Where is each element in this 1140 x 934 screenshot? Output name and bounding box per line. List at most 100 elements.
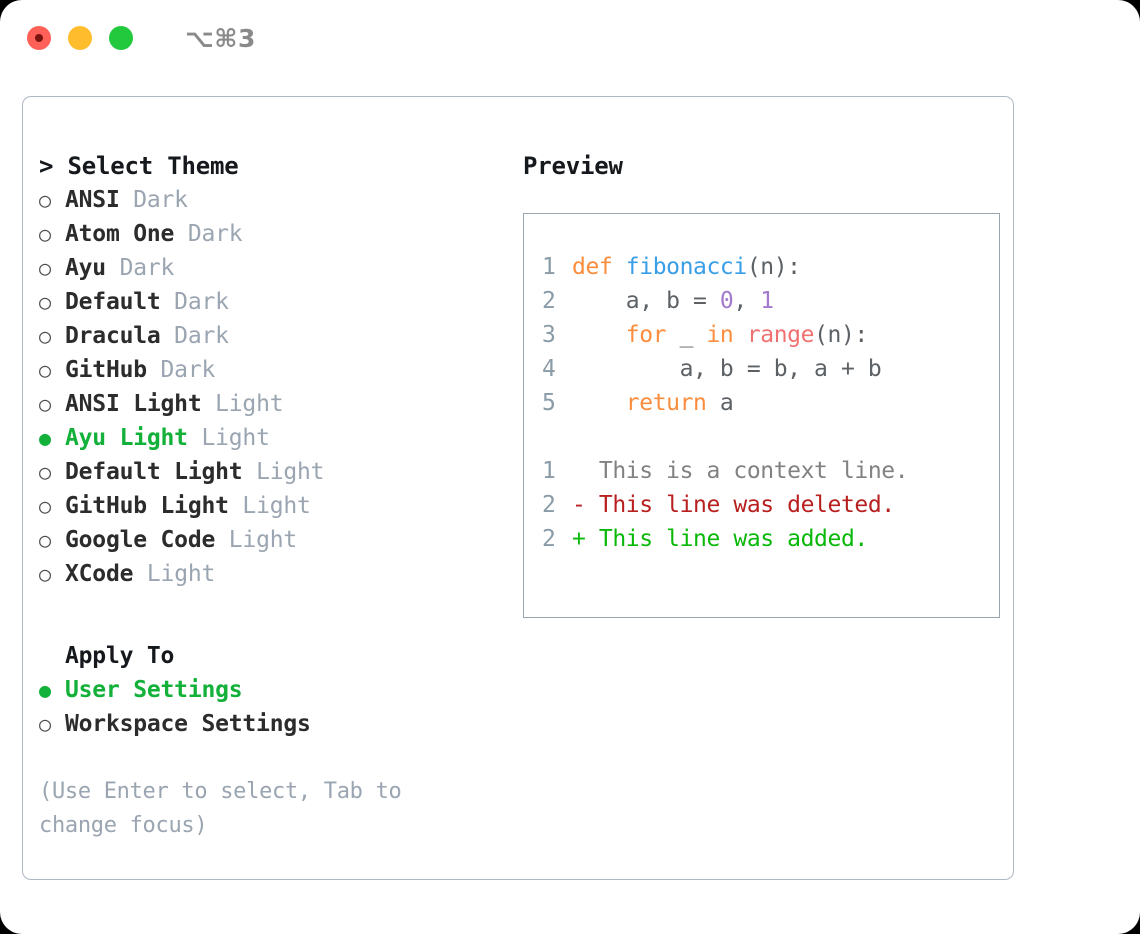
theme-option-label: GitHub Light bbox=[65, 493, 229, 519]
code-token: (n): bbox=[746, 254, 801, 280]
radio-unselected-icon: ○ bbox=[39, 460, 52, 484]
theme-variant-tag: Dark bbox=[146, 357, 216, 383]
code-line: 3 for _ in range(n): bbox=[542, 318, 999, 352]
close-button[interactable] bbox=[27, 26, 51, 50]
line-number: 5 bbox=[542, 390, 556, 416]
theme-option-label: ANSI bbox=[65, 187, 120, 213]
apply-to-option-label: Workspace Settings bbox=[65, 711, 311, 737]
select-theme-heading: > Select Theme bbox=[39, 152, 239, 180]
line-number: 2 bbox=[542, 288, 556, 314]
apply-to-option-workspace-settings[interactable]: ○Workspace Settings bbox=[39, 707, 503, 741]
line-number: 2 bbox=[542, 492, 556, 518]
theme-option-xcode[interactable]: ○XCode Light bbox=[39, 557, 503, 591]
diff-text: + This line was added. bbox=[572, 526, 868, 552]
code-text: for _ in range(n): bbox=[572, 318, 868, 352]
code-text: return a bbox=[572, 386, 734, 420]
theme-option-ayu[interactable]: ○Ayu Dark bbox=[39, 251, 503, 285]
theme-option-ansi[interactable]: ○ANSI Dark bbox=[39, 183, 503, 217]
code-text: a, b = 0, 1 bbox=[572, 284, 774, 318]
code-line: 4 a, b = b, a + b bbox=[542, 352, 999, 386]
theme-option-ayu-light[interactable]: ● Ayu Light Light bbox=[39, 421, 503, 455]
line-number: 4 bbox=[542, 356, 556, 382]
theme-variant-tag: Light bbox=[228, 493, 311, 519]
theme-option-label: Dracula bbox=[65, 323, 161, 349]
theme-variant-tag: Light bbox=[133, 561, 216, 587]
theme-option-dracula[interactable]: ○ Dracula Dark bbox=[39, 319, 503, 353]
theme-option-list[interactable]: ○ANSI Dark○Atom One Dark○Ayu Dark○Defaul… bbox=[39, 183, 503, 591]
diff-line: 1 This is a context line. bbox=[542, 454, 999, 488]
radio-unselected-icon: ○ bbox=[39, 290, 52, 314]
code-line: 1 def fibonacci(n): bbox=[542, 250, 999, 284]
theme-option-default-light[interactable]: ○ Default Light Light bbox=[39, 455, 503, 489]
theme-option-label: Atom One bbox=[65, 221, 175, 247]
code-token bbox=[572, 322, 626, 348]
apply-to-option-user-settings[interactable]: ● User Settings bbox=[39, 673, 503, 707]
preview-heading: Preview bbox=[523, 152, 623, 180]
radio-selected-icon: ● bbox=[39, 678, 52, 702]
code-token: fibonacci bbox=[625, 254, 747, 280]
radio-unselected-icon: ○ bbox=[39, 528, 52, 552]
theme-list-column: > Select Theme ○ANSI Dark○Atom One Dark○… bbox=[23, 97, 503, 879]
radio-unselected-icon: ○ bbox=[39, 392, 52, 416]
code-token: (n): bbox=[814, 322, 868, 348]
theme-variant-tag: Light bbox=[187, 425, 270, 451]
theme-selector-panel: > Select Theme ○ANSI Dark○Atom One Dark○… bbox=[22, 96, 1014, 880]
apply-to-heading: Apply To bbox=[65, 643, 175, 669]
theme-option-label: Default Light bbox=[65, 459, 243, 485]
theme-variant-tag: Dark bbox=[160, 323, 229, 349]
keyboard-shortcut-label: ⌥⌘3 bbox=[185, 23, 256, 53]
code-token: return bbox=[625, 390, 707, 416]
line-number: 3 bbox=[542, 322, 556, 348]
theme-variant-tag: Dark bbox=[174, 221, 243, 247]
theme-variant-tag: Light bbox=[201, 391, 284, 417]
apply-to-option-list[interactable]: ● User Settings ○Workspace Settings bbox=[39, 673, 503, 741]
code-token: for bbox=[625, 322, 667, 348]
line-number: 2 bbox=[542, 526, 556, 552]
theme-option-label: Default bbox=[65, 289, 161, 315]
line-number: 1 bbox=[542, 458, 556, 484]
theme-option-label: ANSI Light bbox=[65, 391, 202, 417]
theme-option-google-code[interactable]: ○Google Code Light bbox=[39, 523, 503, 557]
diff-gap bbox=[542, 420, 999, 454]
keyboard-hint-text: (Use Enter to select, Tab to change focu… bbox=[39, 779, 402, 838]
apply-to-option-label: User Settings bbox=[65, 677, 243, 703]
titlebar: ⌥⌘3 bbox=[0, 0, 1140, 76]
line-number: 1 bbox=[542, 254, 556, 280]
code-line: 2 a, b = 0, 1 bbox=[542, 284, 999, 318]
radio-selected-icon: ● bbox=[39, 426, 52, 450]
theme-variant-tag: Light bbox=[242, 459, 325, 485]
radio-unselected-icon: ○ bbox=[39, 256, 52, 280]
code-token: 0 bbox=[719, 288, 734, 314]
code-token: a, b = bbox=[572, 288, 720, 314]
code-text: def fibonacci(n): bbox=[572, 250, 801, 284]
theme-option-ansi-light[interactable]: ○ ANSI Light Light bbox=[39, 387, 503, 421]
diff-text: - This line was deleted. bbox=[572, 492, 895, 518]
diff-text: This is a context line. bbox=[572, 458, 909, 484]
minimize-button[interactable] bbox=[68, 26, 92, 50]
theme-option-label: GitHub bbox=[65, 357, 147, 383]
code-token: range bbox=[746, 322, 815, 348]
maximize-button[interactable] bbox=[109, 26, 133, 50]
diff-line: 2 + This line was added. bbox=[542, 522, 999, 556]
code-token bbox=[733, 322, 746, 348]
theme-option-label: Ayu Light bbox=[65, 425, 188, 451]
theme-option-label: Google Code bbox=[65, 527, 216, 553]
code-token: a bbox=[706, 390, 734, 416]
diff-line: 2 - This line was deleted. bbox=[542, 488, 999, 522]
code-text: a, b = b, a + b bbox=[572, 352, 882, 386]
code-token: , bbox=[733, 288, 761, 314]
code-token: 1 bbox=[760, 288, 774, 314]
radio-unselected-icon: ○ bbox=[39, 324, 52, 348]
theme-variant-tag: Dark bbox=[160, 289, 229, 315]
theme-option-default[interactable]: ○ Default Dark bbox=[39, 285, 503, 319]
theme-option-github-light[interactable]: ○GitHub Light Light bbox=[39, 489, 503, 523]
window-controls bbox=[27, 26, 133, 50]
code-token: _ bbox=[666, 322, 707, 348]
code-token: def bbox=[572, 254, 626, 280]
theme-option-github[interactable]: ○GitHub Dark bbox=[39, 353, 503, 387]
theme-option-atom-one[interactable]: ○Atom One Dark bbox=[39, 217, 503, 251]
